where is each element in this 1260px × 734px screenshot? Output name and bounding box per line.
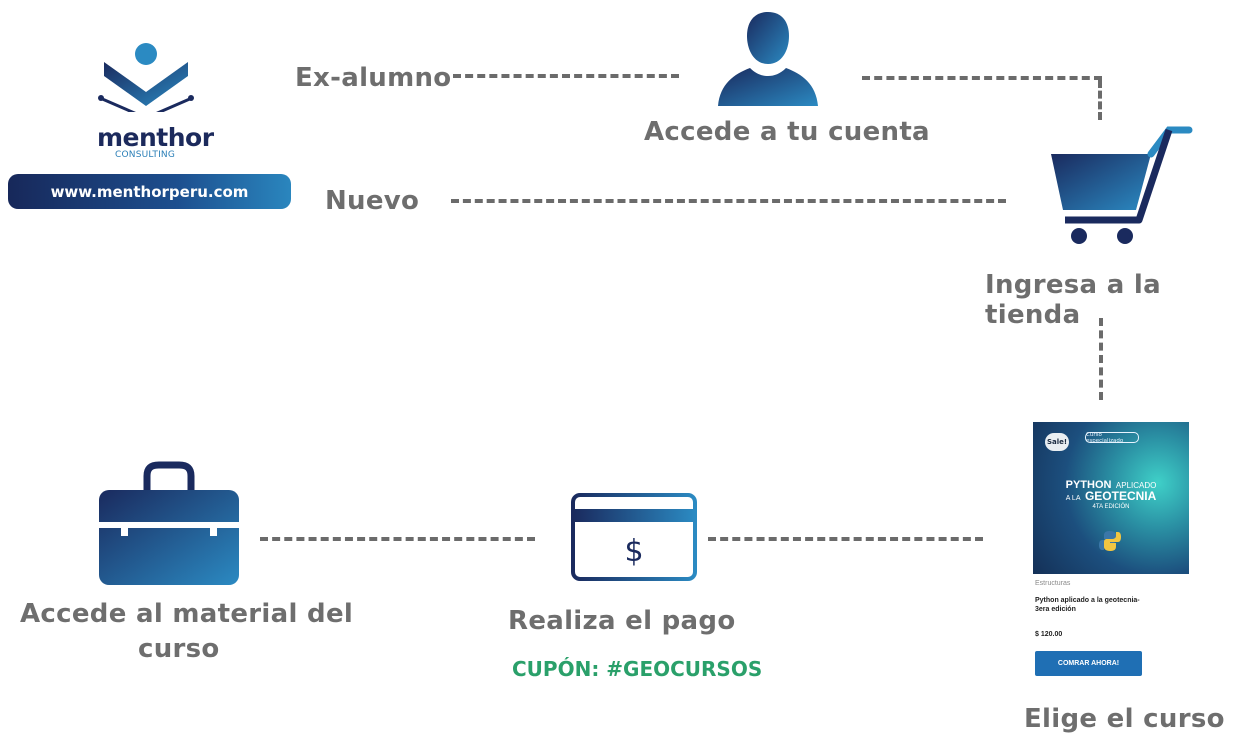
image-title-ala: A LA bbox=[1065, 495, 1081, 502]
course-tag: Curso especializado bbox=[1085, 432, 1139, 444]
label-ingresa-tienda: Ingresa a la tienda bbox=[985, 270, 1161, 330]
svg-text:$: $ bbox=[624, 534, 643, 569]
image-title-python: PYTHON bbox=[1065, 479, 1112, 491]
coupon-code: CUPÓN: #GEOCURSOS bbox=[512, 657, 763, 681]
credit-card-dollar-icon: $ bbox=[571, 493, 697, 581]
connector-nuevo bbox=[451, 199, 1006, 203]
connector-ex-alumno bbox=[453, 74, 679, 78]
product-card[interactable]: Sale! Curso especializado PYTHON APLICAD… bbox=[1033, 422, 1189, 684]
product-title[interactable]: Python aplicado a la geotecnia-3era edic… bbox=[1035, 597, 1140, 613]
label-realiza-pago: Realiza el pago bbox=[508, 606, 736, 636]
connector-material-to-payment bbox=[260, 537, 535, 541]
label-accede-cuenta: Accede a tu cuenta bbox=[644, 117, 930, 147]
python-logo-icon bbox=[1099, 531, 1121, 551]
book-person-logo-icon bbox=[98, 43, 194, 112]
website-url-link[interactable]: www.menthorperu.com bbox=[8, 174, 291, 209]
connector-user-to-cart-vertical bbox=[1098, 80, 1102, 120]
connector-cart-to-card bbox=[1099, 318, 1103, 400]
label-nuevo: Nuevo bbox=[325, 186, 420, 216]
image-title-line-2: A LA GEOTECNIA bbox=[1033, 487, 1189, 505]
shopping-cart-icon bbox=[1051, 126, 1193, 244]
label-elige-curso: Elige el curso bbox=[1024, 704, 1225, 734]
user-silhouette-icon bbox=[718, 12, 818, 106]
product-price: $ 120.00 bbox=[1035, 631, 1063, 638]
buy-now-button[interactable]: COMRAR AHORA! bbox=[1035, 651, 1142, 676]
sale-badge: Sale! bbox=[1045, 433, 1069, 451]
connector-user-to-cart bbox=[862, 76, 1102, 80]
image-title-line-1: PYTHON APLICADO bbox=[1033, 475, 1189, 493]
image-title-aplicado: APLICADO bbox=[1115, 481, 1157, 490]
image-edition: 4TA EDICIÓN bbox=[1092, 504, 1130, 510]
product-image: Sale! Curso especializado PYTHON APLICAD… bbox=[1033, 422, 1189, 574]
product-category: Estructuras bbox=[1035, 580, 1071, 587]
label-accede-material-2: curso bbox=[138, 634, 220, 664]
brand-subtitle: CONSULTING bbox=[115, 150, 176, 160]
image-title-geotecnia: GEOTECNIA bbox=[1084, 489, 1157, 503]
briefcase-icon bbox=[99, 461, 239, 585]
brand-logo: menthor CONSULTING bbox=[0, 0, 300, 215]
label-ex-alumno: Ex-alumno bbox=[295, 63, 452, 93]
brand-name: menthor bbox=[97, 123, 214, 152]
label-accede-material-1: Accede al material del bbox=[20, 599, 354, 629]
connector-payment-to-card bbox=[708, 537, 983, 541]
